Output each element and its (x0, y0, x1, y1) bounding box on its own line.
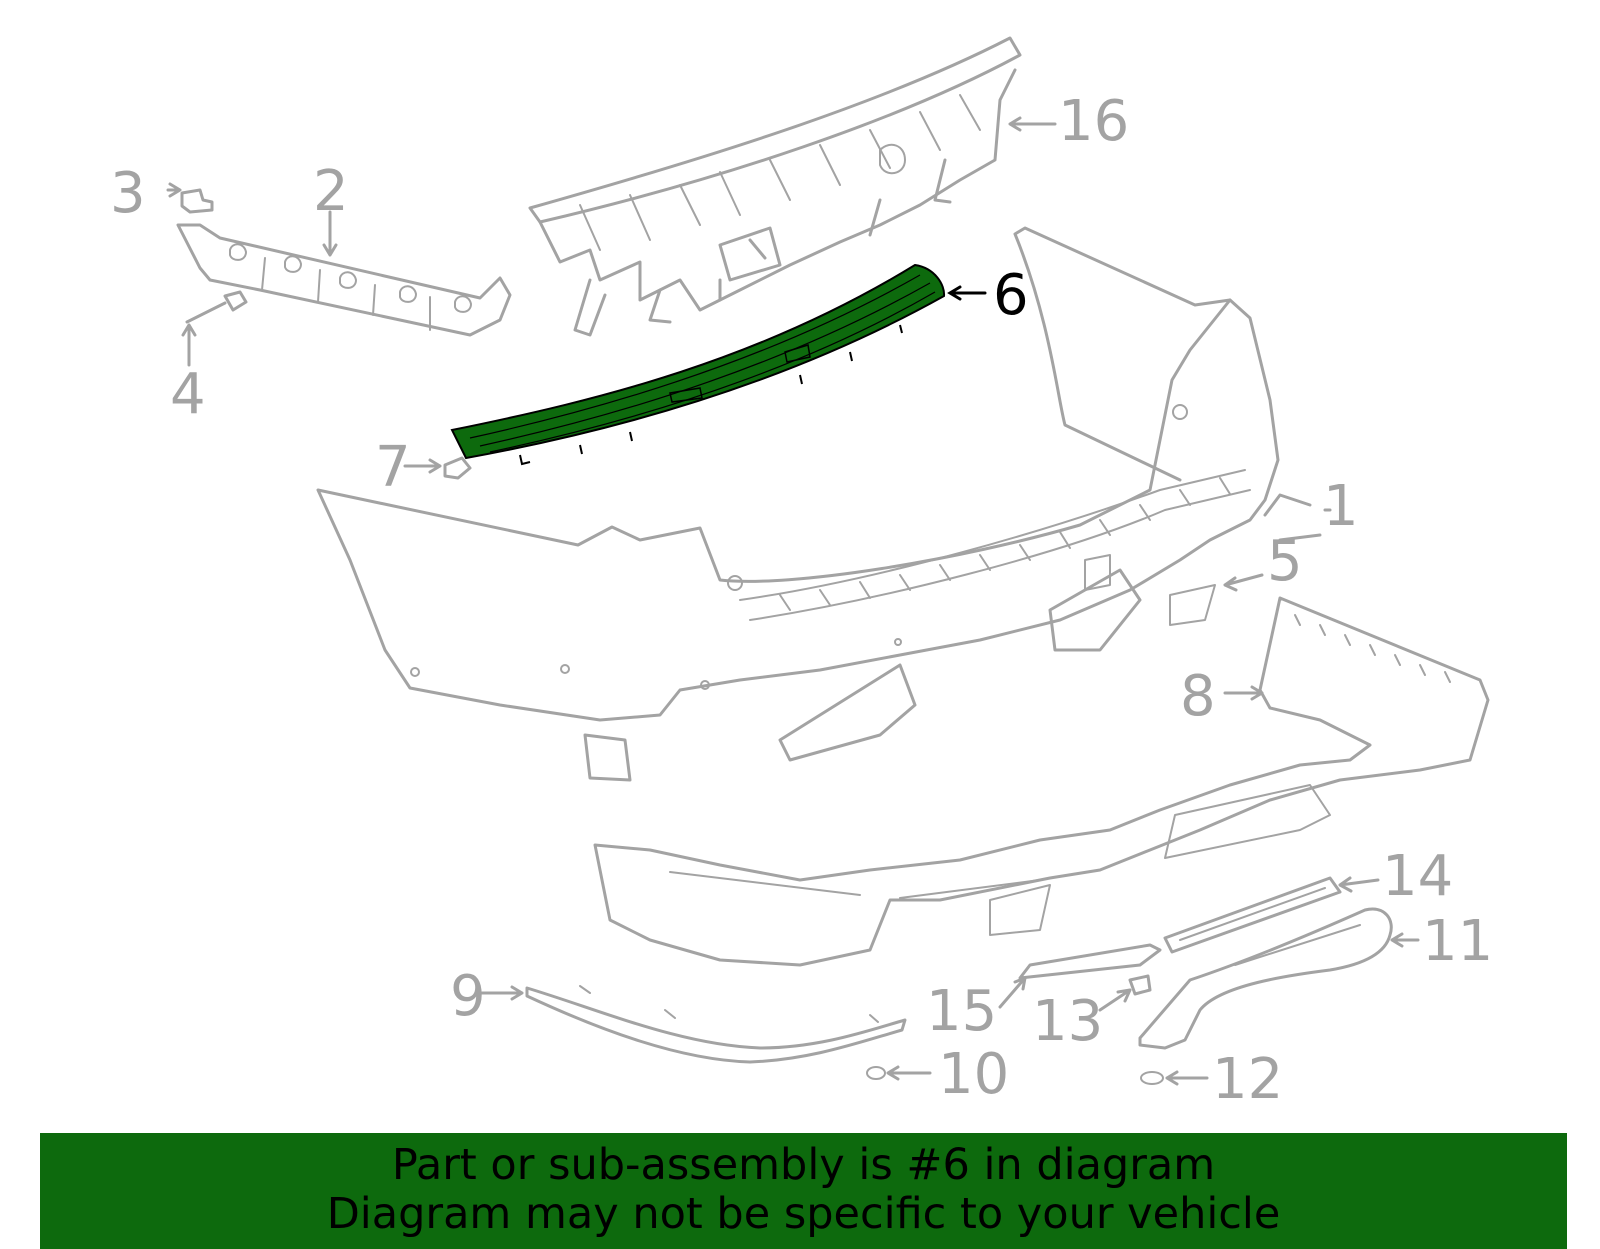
part-1-bumper-fascia[interactable] (316, 226, 1280, 782)
part-14-strip[interactable] (1163, 876, 1342, 954)
callout-4[interactable]: 4 (170, 362, 206, 427)
part-13-clip[interactable] (1128, 974, 1152, 996)
callout-6[interactable]: 6 (993, 263, 1029, 328)
callout-16[interactable]: 16 (1058, 89, 1129, 154)
part-8-lower-valance[interactable] (593, 596, 1490, 967)
part-7-clip[interactable] (443, 456, 472, 480)
part-10-cap[interactable] (866, 1066, 886, 1080)
part-4-bolt[interactable] (185, 290, 248, 324)
callout-11[interactable]: 11 (1422, 909, 1493, 974)
part-9-molding[interactable] (525, 985, 907, 1064)
part-15-strip[interactable] (1018, 943, 1162, 980)
callout-8[interactable]: 8 (1180, 664, 1216, 729)
callout-13[interactable]: 13 (1032, 989, 1103, 1054)
callout-15[interactable]: 15 (926, 979, 997, 1044)
banner-line-disclaimer: Diagram may not be specific to your vehi… (326, 1189, 1281, 1239)
part-6-step-pad[interactable] (450, 263, 946, 466)
part-11-trim[interactable] (1138, 907, 1393, 1050)
callout-12[interactable]: 12 (1212, 1047, 1283, 1112)
callout-2[interactable]: 2 (313, 159, 349, 224)
part-3-clip[interactable] (180, 188, 214, 214)
banner-line-part: Part or sub-assembly is #6 in diagram (391, 1140, 1216, 1190)
callout-10[interactable]: 10 (938, 1042, 1009, 1107)
part-16-impact-bar[interactable] (528, 36, 1022, 337)
callout-3[interactable]: 3 (110, 161, 146, 226)
part-12-plug[interactable] (1140, 1071, 1164, 1085)
callout-7[interactable]: 7 (375, 435, 411, 500)
info-banner: Part or sub-assembly is #6 in diagram Di… (40, 1133, 1567, 1249)
callout-14[interactable]: 14 (1382, 844, 1453, 909)
callout-1[interactable]: 1 (1323, 474, 1359, 539)
part-2-bracket[interactable] (176, 223, 512, 337)
leader-arrow-6 (947, 285, 987, 301)
callout-5[interactable]: 5 (1267, 529, 1303, 594)
callout-9[interactable]: 9 (450, 964, 486, 1029)
callout-labels: 1 2 3 4 5 6 7 8 9 10 11 12 13 14 15 16 (110, 89, 1493, 1112)
leader-arrows (166, 116, 1420, 1086)
